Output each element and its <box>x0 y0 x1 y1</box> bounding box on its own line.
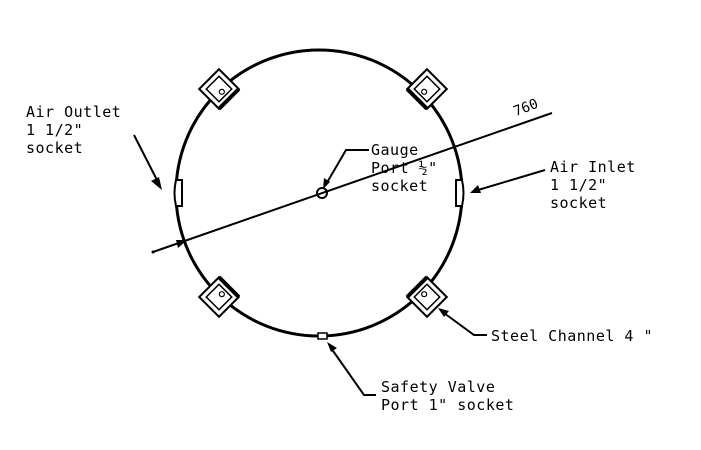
diameter-end-dot <box>151 250 155 254</box>
gauge-port-label-line-2: Port ½" <box>371 159 438 177</box>
safety-valve-label-line-2: Port 1" socket <box>381 396 515 414</box>
air-outlet-socket <box>173 179 183 207</box>
air-outlet-label-line-3: socket <box>26 139 84 157</box>
steel-channel-label-line-1: Steel Channel 4 " <box>491 327 654 345</box>
air-outlet-label-line-2: 1 1/2" <box>26 121 84 139</box>
steel-channel-bracket-bottom-right <box>405 275 449 319</box>
air-outlet-arrowhead <box>151 177 162 190</box>
safety-valve-socket <box>317 332 328 340</box>
air-inlet-arrowhead <box>470 185 481 193</box>
gauge-leader <box>324 149 369 187</box>
steel-channel-leader <box>443 312 487 336</box>
diameter-dimension-line <box>152 112 553 253</box>
air-inlet-leader <box>477 169 546 191</box>
steel-channel-arrowhead <box>438 308 449 317</box>
air-inlet-label-line-3: socket <box>550 194 608 212</box>
steel-channel-bracket-top-right <box>405 67 449 111</box>
air-inlet-label: Air Inlet 1 1/2" socket <box>550 158 636 212</box>
safety-valve-arrowhead <box>327 342 337 352</box>
steel-channel-bracket-bottom-left <box>197 275 241 319</box>
gauge-arrowhead <box>323 178 330 189</box>
air-outlet-label: Air Outlet 1 1/2" socket <box>26 103 121 157</box>
air-outlet-label-line-1: Air Outlet <box>26 103 122 121</box>
diameter-arrow-left <box>176 240 187 248</box>
safety-valve-leader <box>330 347 376 396</box>
gauge-port-label-line-3: socket <box>371 177 429 195</box>
steel-channel-bracket-top-left <box>197 67 241 111</box>
air-inlet-label-line-2: 1 1/2" <box>550 176 608 194</box>
air-inlet-socket <box>455 179 465 207</box>
gauge-port-label-line-1: Gauge <box>371 141 419 159</box>
safety-valve-label-line-1: Safety Valve <box>381 378 496 396</box>
steel-channel-label: Steel Channel 4 " <box>491 327 653 345</box>
safety-valve-label: Safety Valve Port 1" socket <box>381 378 514 414</box>
air-inlet-label-line-1: Air Inlet <box>550 158 636 176</box>
gauge-port-label: Gauge Port ½" socket <box>371 141 438 195</box>
air-outlet-leader <box>133 134 159 183</box>
